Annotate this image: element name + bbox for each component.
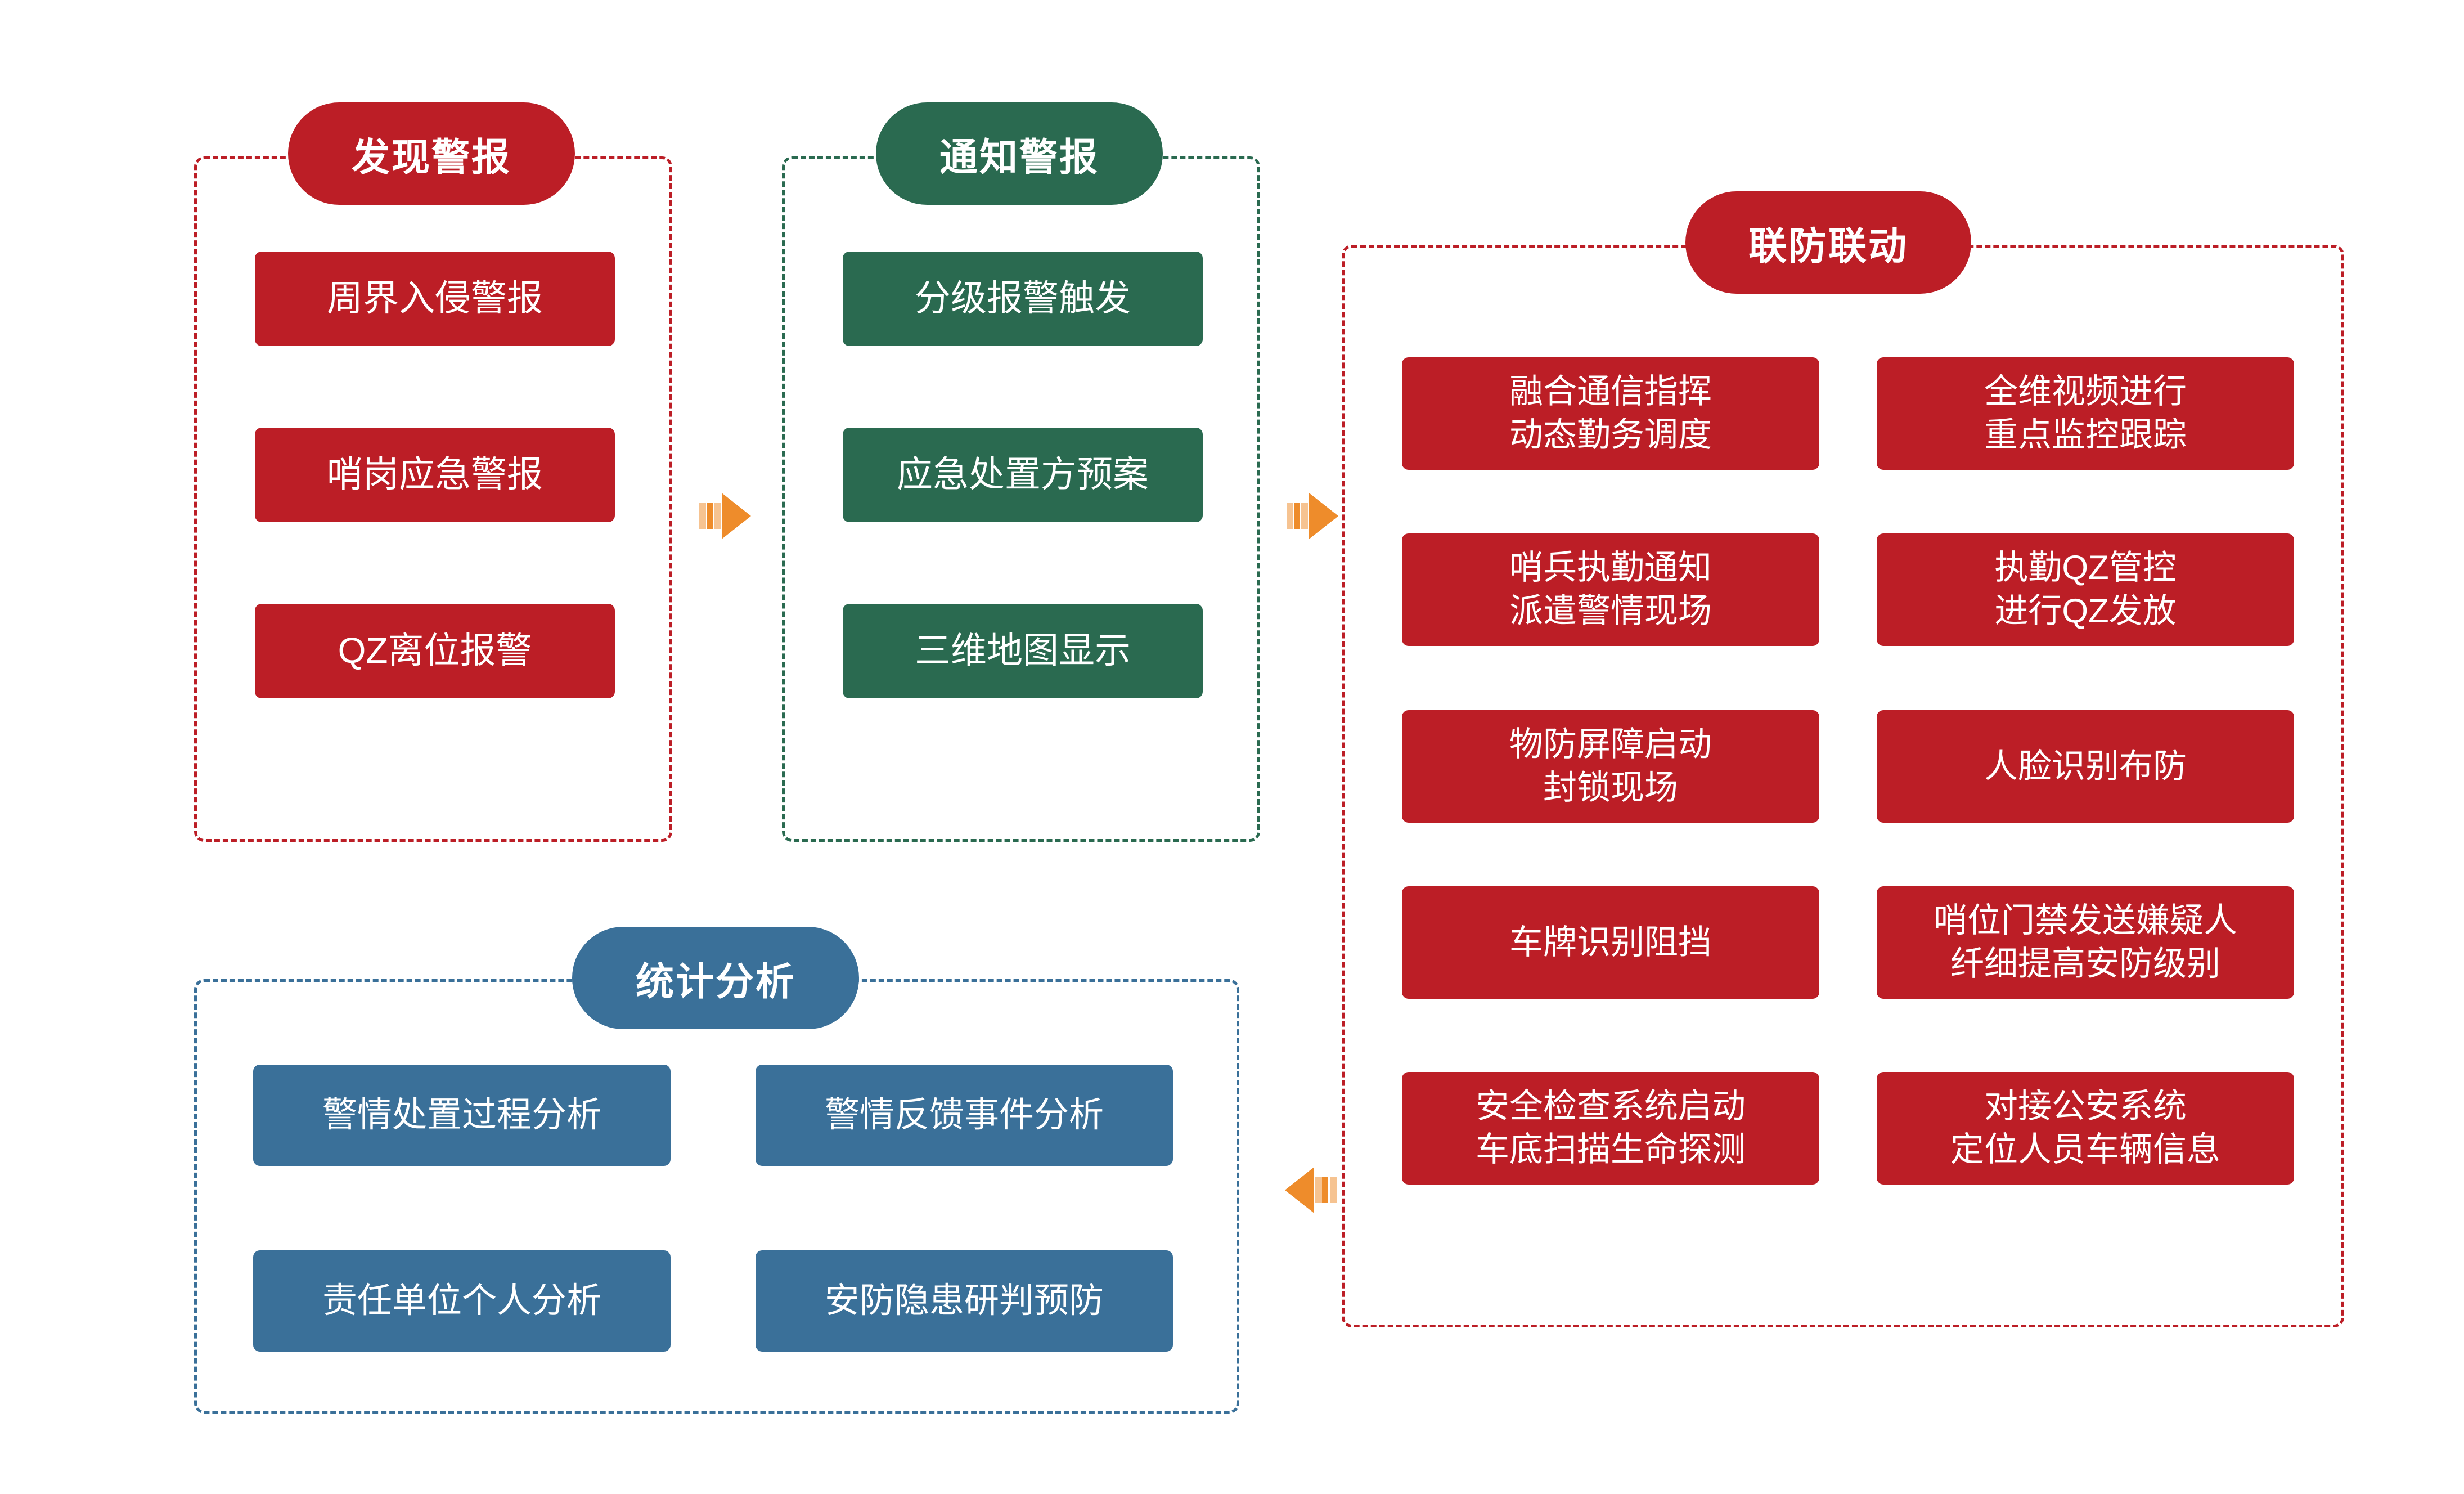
box-joint-right-0: 全维视频进行 重点监控跟踪 — [1877, 357, 2294, 470]
pill-joint-defense: 联防联动 — [1685, 191, 1971, 294]
pill-statistics-analysis: 统计分析 — [572, 927, 859, 1029]
box-joint-left-4: 安全检查系统启动 车底扫描生命探测 — [1402, 1072, 1819, 1185]
box-notify-item-0: 分级报警触发 — [843, 252, 1203, 346]
box-notify-item-2: 三维地图显示 — [843, 604, 1203, 698]
box-joint-left-2: 物防屏障启动 封锁现场 — [1402, 710, 1819, 823]
box-statistics-left-1: 责任单位个人分析 — [253, 1250, 671, 1352]
box-statistics-right-1: 安防隐患研判预防 — [756, 1250, 1173, 1352]
box-joint-left-1: 哨兵执勤通知 派遣警情现场 — [1402, 533, 1819, 646]
pill-notify-alarm: 通知警报 — [876, 102, 1163, 205]
arrow-discover-to-notify — [699, 485, 753, 547]
arrow-notify-to-joint — [1287, 485, 1341, 547]
pill-discover-alarm: 发现警报 — [288, 102, 575, 205]
box-notify-item-1: 应急处置方预案 — [843, 428, 1203, 522]
box-joint-left-3: 车牌识别阻挡 — [1402, 886, 1819, 999]
box-discover-item-1: 哨岗应急警报 — [255, 428, 615, 522]
box-statistics-right-0: 警情反馈事件分析 — [756, 1065, 1173, 1166]
box-statistics-left-0: 警情处置过程分析 — [253, 1065, 671, 1166]
box-discover-item-0: 周界入侵警报 — [255, 252, 615, 346]
box-joint-right-2: 人脸识别布防 — [1877, 710, 2294, 823]
box-joint-right-1: 执勤QZ管控 进行QZ发放 — [1877, 533, 2294, 646]
box-joint-right-4: 对接公安系统 定位人员车辆信息 — [1877, 1072, 2294, 1185]
box-joint-right-3: 哨位门禁发送嫌疑人 纤细提高安防级别 — [1877, 886, 2294, 999]
arrow-joint-to-statistics — [1283, 1159, 1337, 1221]
box-discover-item-2: QZ离位报警 — [255, 604, 615, 698]
box-joint-left-0: 融合通信指挥 动态勤务调度 — [1402, 357, 1819, 470]
